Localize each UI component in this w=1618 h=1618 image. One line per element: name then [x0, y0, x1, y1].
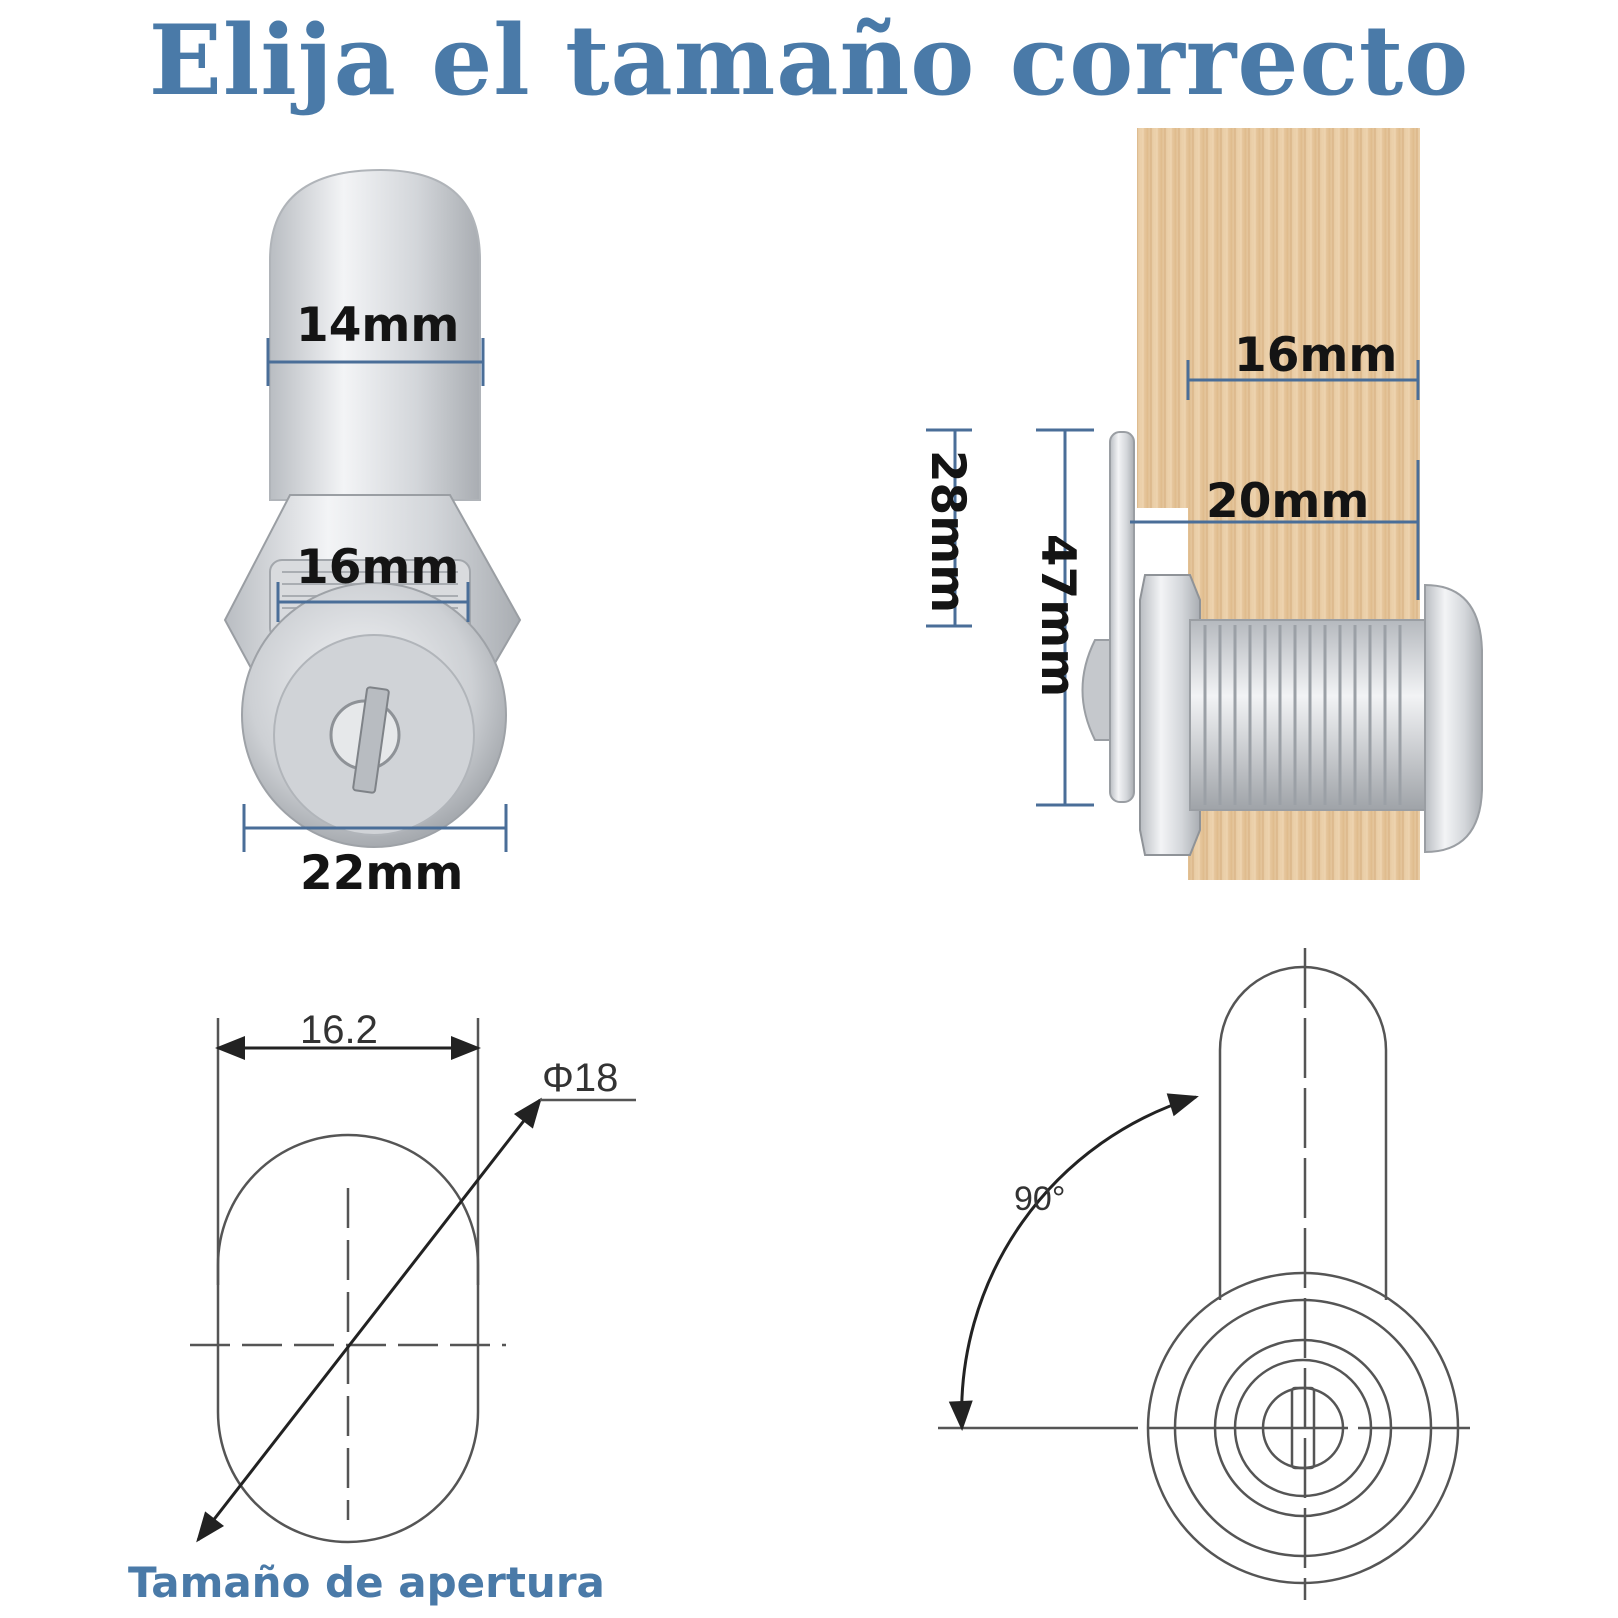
panel-thickness-label: 16mm: [1234, 328, 1398, 383]
lever-length-label: 28mm: [920, 449, 976, 614]
face-diameter-label: 22mm: [300, 846, 464, 901]
body-length-label: 20mm: [1206, 474, 1370, 529]
rotation-angle-label: 90°: [1014, 1180, 1066, 1218]
thread-diameter-label: 16mm: [296, 540, 460, 595]
opening-size-caption: Tamaño de apertura: [128, 1558, 605, 1607]
overall-length-label: 47mm: [1030, 533, 1086, 698]
lock-on-panel-photo: [1081, 128, 1483, 880]
drawing-width-label: 16.2: [300, 1008, 378, 1052]
drawing-diameter-label: Φ18: [542, 1056, 619, 1100]
lock-front-photo: [223, 168, 522, 848]
lever-width-label: 14mm: [296, 298, 460, 353]
opening-size-drawing: [190, 1018, 636, 1544]
rotation-drawing: [938, 948, 1470, 1600]
page-title: Elija el tamaño correcto: [148, 4, 1470, 117]
photo-dimension-lines: [242, 338, 1420, 852]
